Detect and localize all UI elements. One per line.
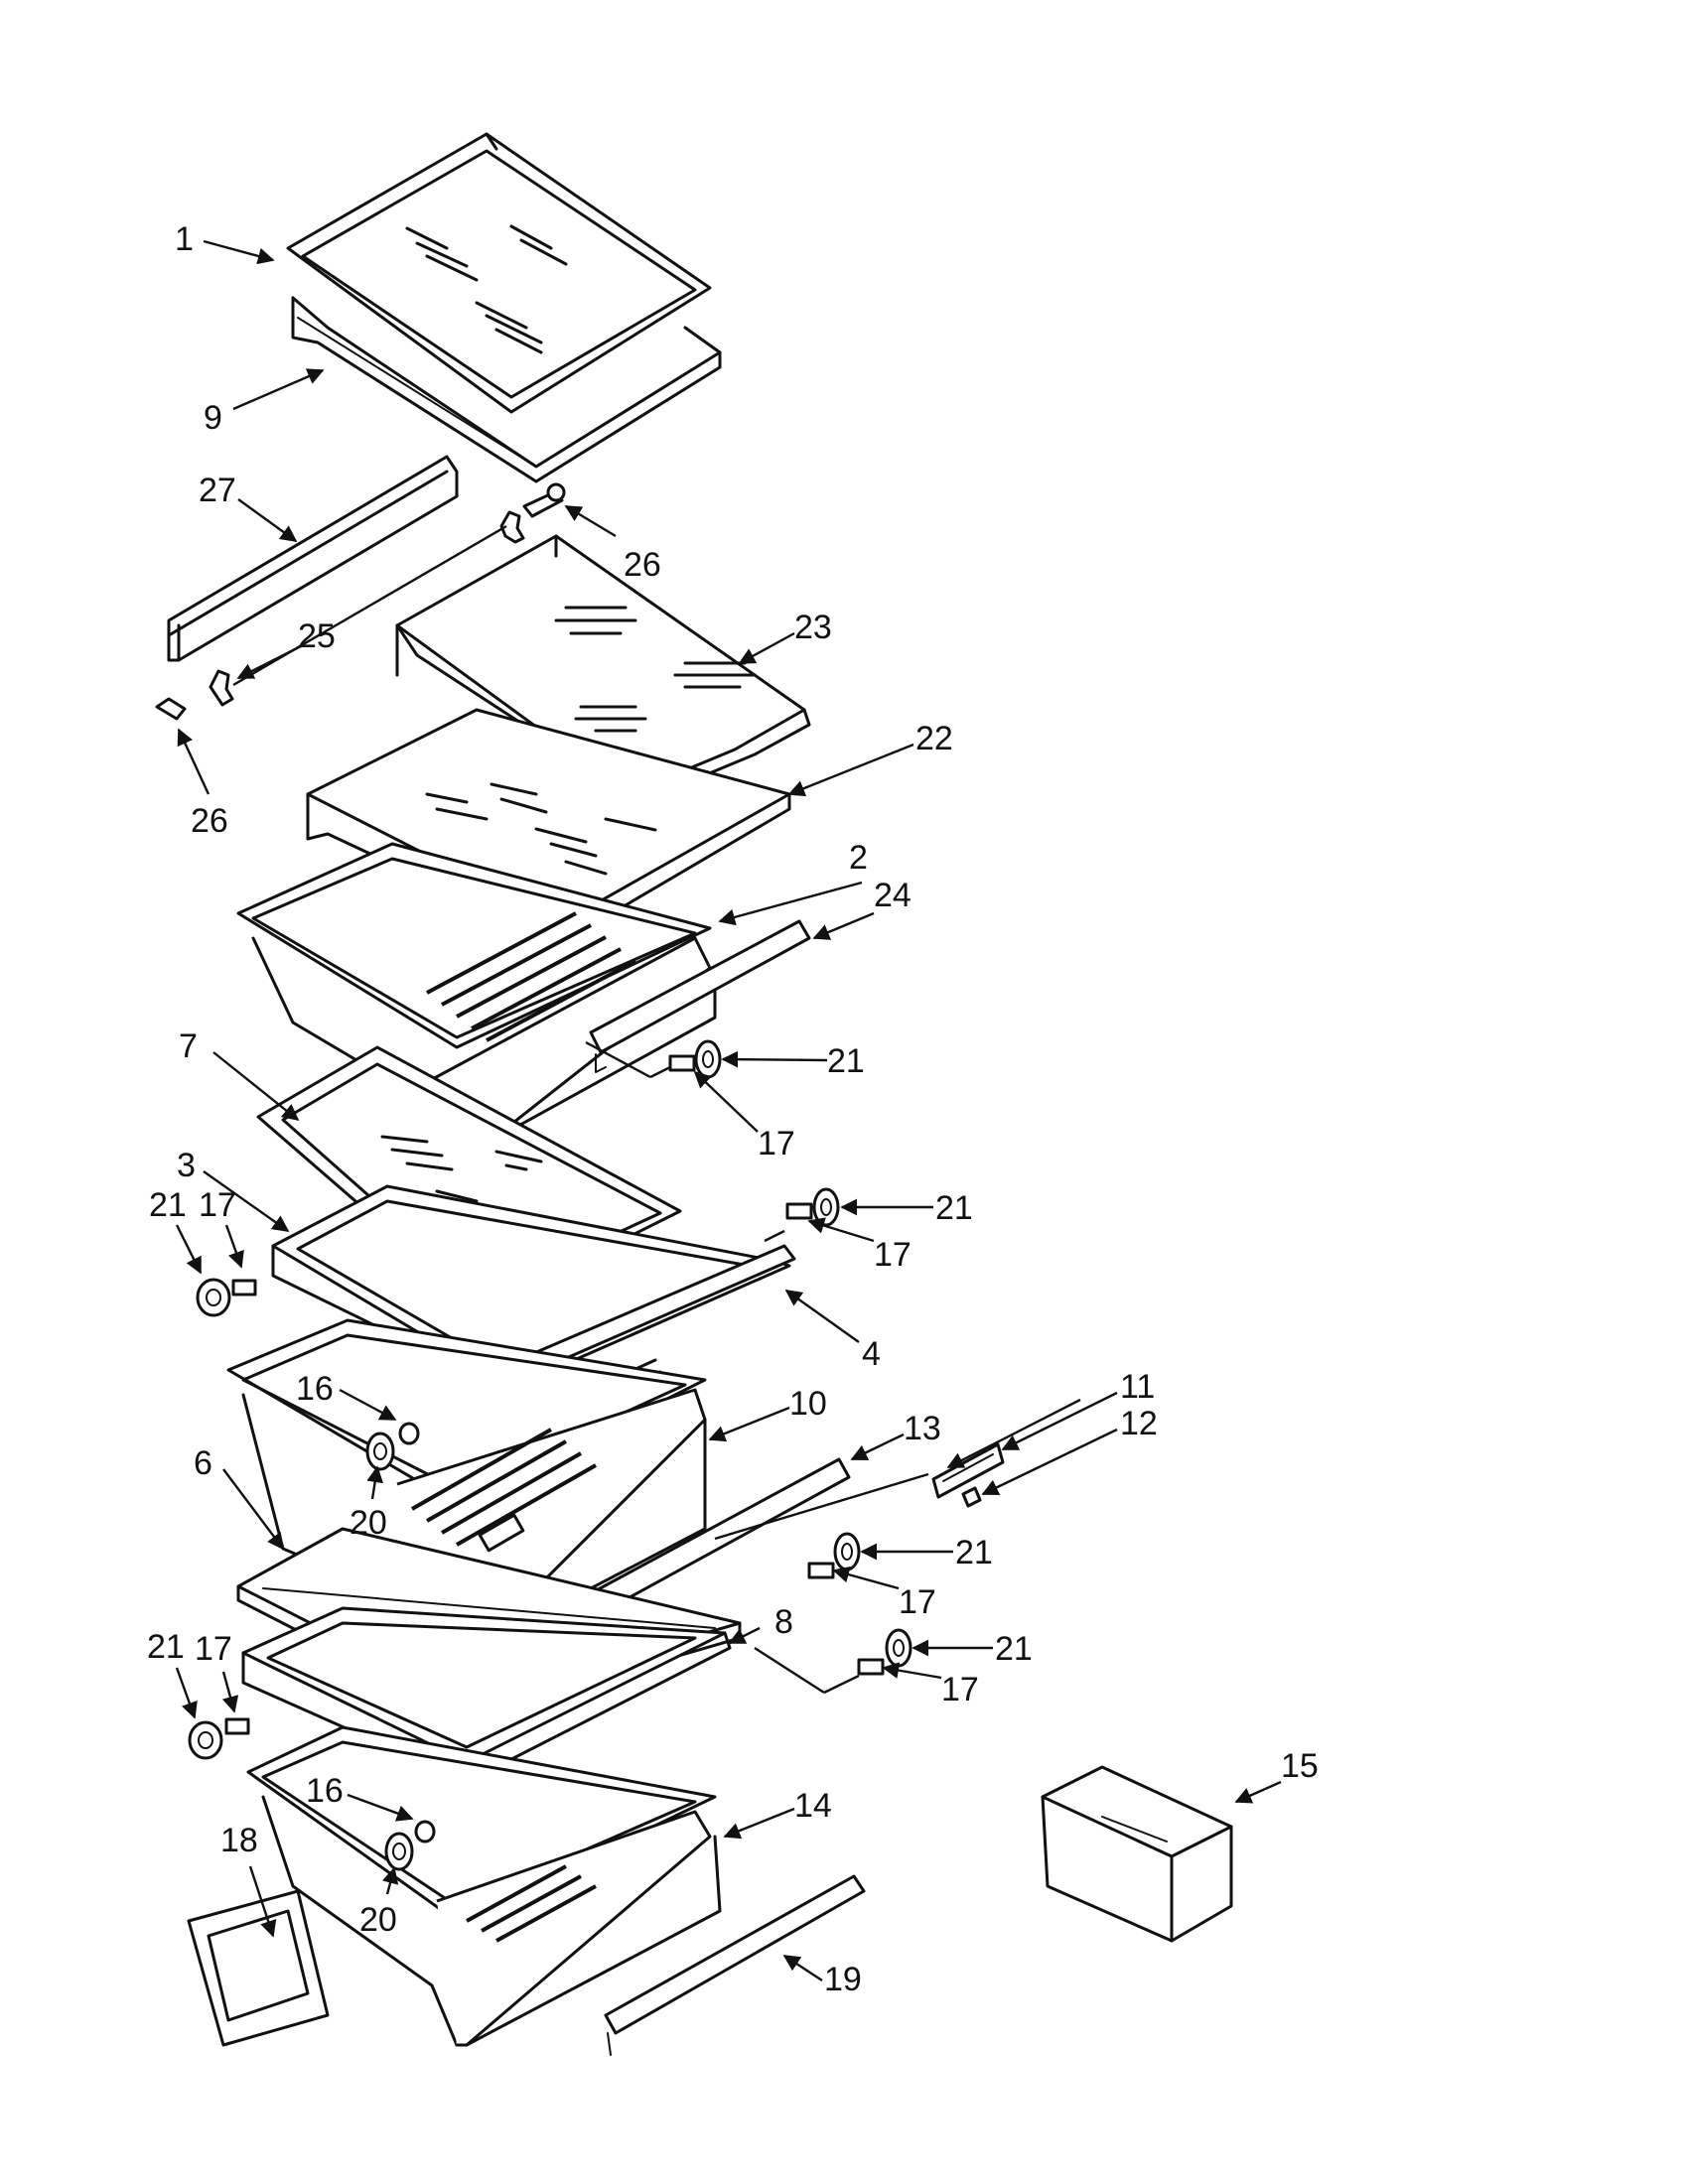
part-17-screw-c — [231, 1279, 257, 1297]
part-8-crisper-cover-frame — [241, 1606, 732, 1784]
callout-13: 13 — [904, 1410, 941, 1447]
callout-20: 20 — [359, 1901, 397, 1939]
part-20-roller-lower — [384, 1832, 414, 1871]
callout-15: 15 — [1281, 1747, 1319, 1785]
callout-17: 17 — [758, 1125, 795, 1162]
part-19-drawer-rail — [604, 1874, 866, 2056]
part-17-screw-a — [668, 1054, 696, 1072]
callout-23: 23 — [794, 609, 832, 646]
callout-17: 17 — [199, 1186, 236, 1224]
callout-21: 21 — [147, 1628, 185, 1666]
part-15-storage-bin — [1041, 1765, 1233, 1943]
part-11-humidity-slider — [931, 1442, 1005, 1499]
callout-21: 21 — [955, 1534, 993, 1571]
callout-17: 17 — [195, 1630, 232, 1668]
part-21-roller-d — [833, 1532, 861, 1571]
callout-1: 1 — [175, 220, 194, 258]
callout-18: 18 — [220, 1822, 258, 1859]
part-24-drawer-rail — [589, 919, 811, 1073]
part-26-screw-lower — [155, 697, 187, 721]
callout-11: 11 — [1120, 1368, 1155, 1406]
callout-8: 8 — [774, 1603, 793, 1641]
callout-14: 14 — [794, 1787, 832, 1825]
part-17-screw-f — [224, 1717, 250, 1735]
part-21-roller-b — [812, 1187, 840, 1227]
part-16-axle-upper — [398, 1422, 420, 1445]
leader-lines — [175, 239, 1282, 1982]
callout-17: 17 — [899, 1583, 936, 1621]
part-27-shelf-trim — [167, 455, 459, 662]
callout-7: 7 — [179, 1027, 198, 1065]
callout-16: 16 — [306, 1772, 344, 1810]
callout-6: 6 — [194, 1444, 212, 1482]
part-20-roller-upper — [365, 1432, 395, 1471]
part-21-roller-f — [188, 1720, 223, 1760]
part-25-bracket-upper — [499, 510, 525, 544]
part-16-axle-lower — [414, 1820, 436, 1843]
part-21-roller-a — [694, 1039, 722, 1079]
callout-4: 4 — [862, 1335, 881, 1373]
part-26-screw-upper — [522, 482, 566, 518]
callout-20: 20 — [350, 1504, 387, 1542]
part-25-bracket-lower — [209, 669, 234, 707]
part-12-slider-clip — [961, 1486, 982, 1508]
callout-12: 12 — [1120, 1405, 1158, 1442]
part-2-upper-crisper-drawer — [236, 842, 717, 1154]
callout-19: 19 — [824, 1961, 862, 1998]
callout-21: 21 — [149, 1186, 187, 1224]
callout-2: 2 — [849, 839, 868, 877]
part-21-roller-e — [885, 1628, 912, 1668]
part-1-top-glass-shelf — [286, 132, 712, 414]
part-9-shelf-frame — [291, 296, 722, 483]
callout-26: 26 — [624, 546, 661, 584]
callout-17: 17 — [941, 1671, 979, 1708]
callout-25: 25 — [298, 617, 336, 655]
callout-22: 22 — [915, 720, 953, 757]
callout-17: 17 — [874, 1236, 912, 1274]
part-17-screw-d — [807, 1562, 835, 1579]
callout-21: 21 — [827, 1042, 865, 1080]
callout-labels: 1 9 27 26 23 25 26 22 2 24 7 21 17 3 21 … — [147, 220, 1319, 1998]
part-21-roller-c — [196, 1278, 231, 1317]
callout-3: 3 — [177, 1147, 196, 1184]
part-17-screw-e — [857, 1658, 885, 1676]
callout-10: 10 — [789, 1385, 827, 1423]
part-17-screw-b — [785, 1202, 813, 1220]
callout-16: 16 — [296, 1370, 334, 1408]
part-18-label-plate — [187, 1889, 330, 2047]
callout-9: 9 — [204, 399, 222, 437]
callout-21: 21 — [995, 1630, 1033, 1668]
callout-21: 21 — [935, 1189, 973, 1227]
callout-26: 26 — [191, 802, 228, 840]
callout-24: 24 — [874, 877, 912, 914]
callout-27: 27 — [199, 472, 236, 509]
